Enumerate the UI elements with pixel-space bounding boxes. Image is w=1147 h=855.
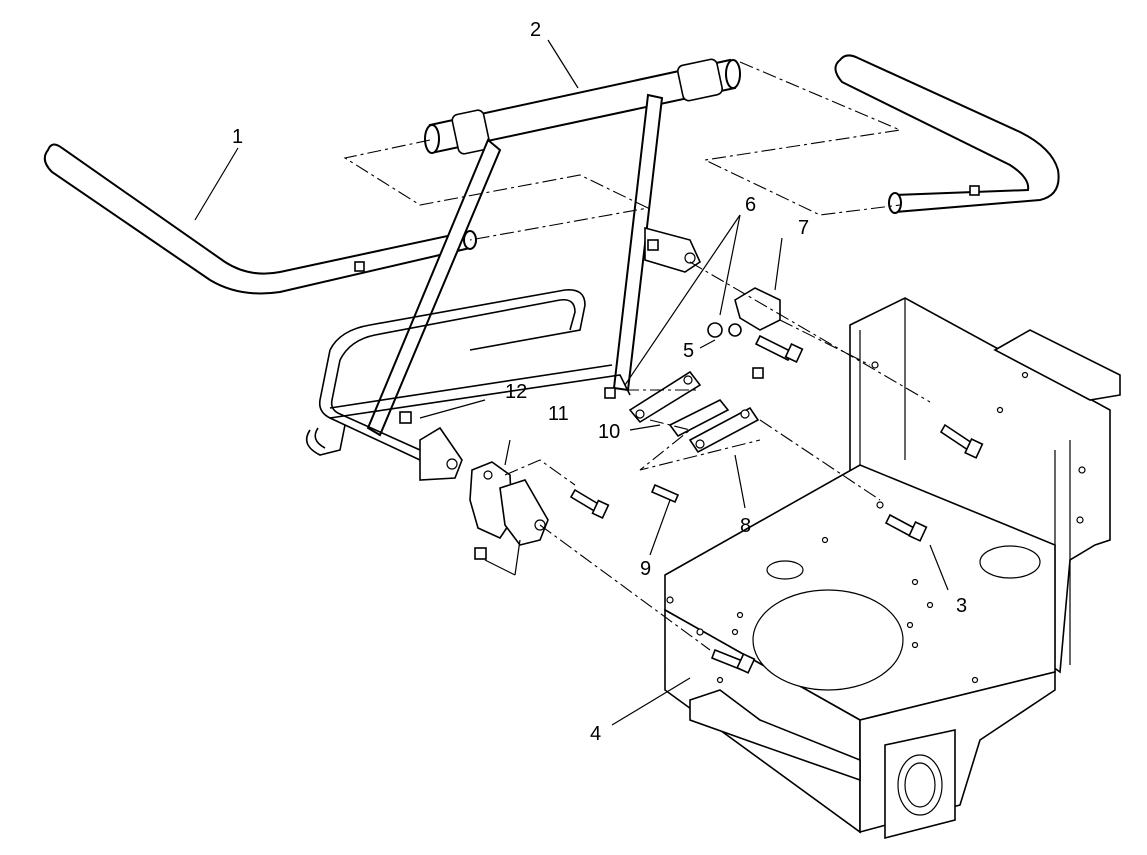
bolts xyxy=(569,423,984,674)
part-11-bracket xyxy=(469,461,549,546)
callout-9: 9 xyxy=(640,558,651,580)
part-8-plate xyxy=(688,406,760,454)
callout-7: 7 xyxy=(798,217,809,239)
right-handle xyxy=(834,54,1060,214)
alignment-lines-lower xyxy=(504,261,931,651)
callout-3: 3 xyxy=(956,595,967,617)
leader-lines xyxy=(194,39,949,726)
callout-5: 5 xyxy=(683,340,694,362)
part-10-plate xyxy=(628,370,730,438)
callout-1: 1 xyxy=(232,126,243,148)
frame-chassis xyxy=(664,297,1121,840)
callout-6: 6 xyxy=(745,194,756,216)
part-7-bracket xyxy=(644,226,781,331)
nuts xyxy=(399,367,764,560)
bolt-5 xyxy=(707,322,804,363)
part-2-handle-frame xyxy=(305,58,741,481)
callout-10: 10 xyxy=(598,421,620,443)
callout-2: 2 xyxy=(530,19,541,41)
callout-labels: 1 2 3 4 5 6 7 8 9 10 11 12 xyxy=(232,19,967,745)
callout-11: 11 xyxy=(548,403,569,425)
callout-4: 4 xyxy=(590,723,601,745)
alignment-lines-upper xyxy=(343,61,902,241)
callout-8: 8 xyxy=(740,515,751,537)
part-1-left-handle xyxy=(43,143,477,295)
callout-12: 12 xyxy=(505,381,527,403)
